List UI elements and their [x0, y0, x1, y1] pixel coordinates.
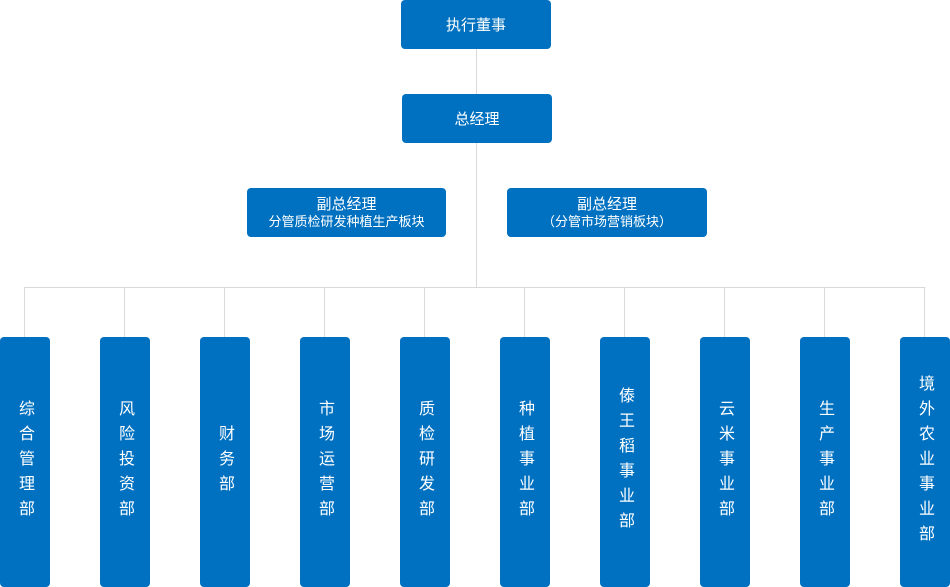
department-node-venture-investment: 风险投资部 — [100, 337, 150, 587]
department-label: 傣王稻事业部 — [616, 387, 635, 537]
department-node-general-management: 综合管理部 — [0, 337, 50, 587]
vp-quality-scope: 分管质检研发种植生产板块 — [268, 214, 425, 230]
executive-director-label: 执行董事 — [445, 15, 506, 34]
department-label: 云米事业部 — [716, 399, 735, 525]
general-manager-label: 总经理 — [454, 109, 500, 128]
department-node-yunmi: 云米事业部 — [700, 337, 750, 587]
department-label: 种植事业部 — [516, 399, 535, 525]
department-label: 市场运营部 — [316, 399, 335, 525]
general-manager-node: 总经理 — [402, 94, 552, 143]
vp-quality-node: 副总经理 分管质检研发种植生产板块 — [247, 188, 446, 237]
department-node-overseas-agriculture: 境外农业事业部 — [900, 337, 950, 587]
executive-director-node: 执行董事 — [401, 0, 551, 49]
department-node-planting: 种植事业部 — [500, 337, 550, 587]
vp-market-node: 副总经理 （分管市场营销板块） — [507, 188, 707, 237]
department-node-quality-rd: 质检研发部 — [400, 337, 450, 587]
department-label: 财务部 — [216, 424, 235, 500]
vp-market-scope: （分管市场营销板块） — [541, 214, 672, 230]
vp-market-title: 副总经理 — [576, 194, 637, 213]
department-label: 质检研发部 — [416, 399, 435, 525]
department-node-finance: 财务部 — [200, 337, 250, 587]
department-node-daiwang-rice: 傣王稻事业部 — [600, 337, 650, 587]
department-label: 生产事业部 — [816, 399, 835, 525]
vp-quality-title: 副总经理 — [316, 194, 377, 213]
department-label: 风险投资部 — [116, 399, 135, 525]
department-label: 境外农业事业部 — [916, 374, 935, 550]
department-label: 综合管理部 — [16, 399, 35, 525]
department-node-market-operations: 市场运营部 — [300, 337, 350, 587]
department-node-production: 生产事业部 — [800, 337, 850, 587]
